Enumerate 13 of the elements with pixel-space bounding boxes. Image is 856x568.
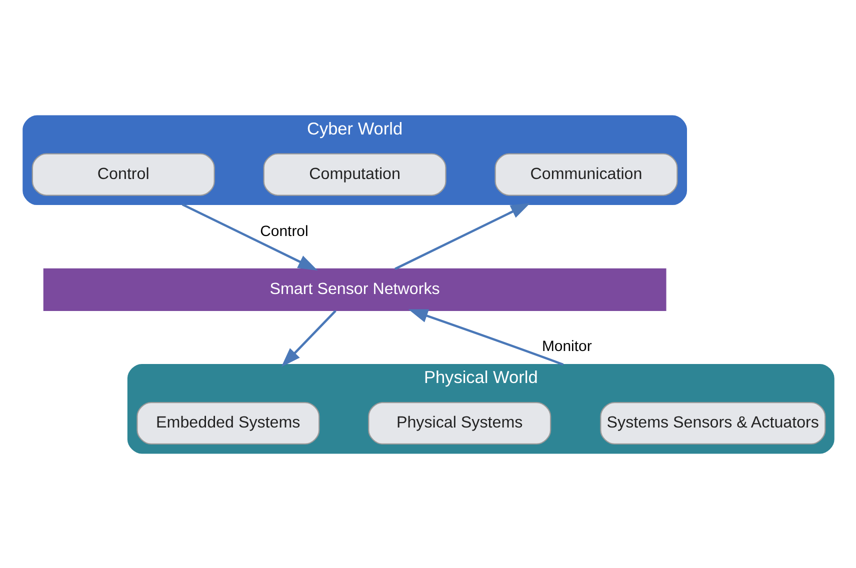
- node-box: Computation: [262, 152, 446, 196]
- node-box: Control: [31, 152, 214, 196]
- edge-label: Monitor: [541, 338, 592, 355]
- node-box: Physical Systems: [368, 401, 551, 444]
- arrow: [408, 308, 564, 366]
- arrow: [280, 309, 336, 367]
- edge-label: Control: [260, 222, 308, 240]
- node-box: Embedded Systems: [136, 401, 320, 444]
- node-box: Communication: [494, 152, 678, 196]
- arrow: [181, 202, 318, 270]
- arrow: [394, 202, 530, 270]
- node-box: Systems Sensors & Actuators: [600, 401, 826, 444]
- node-box: Smart Sensor Networks: [42, 268, 666, 310]
